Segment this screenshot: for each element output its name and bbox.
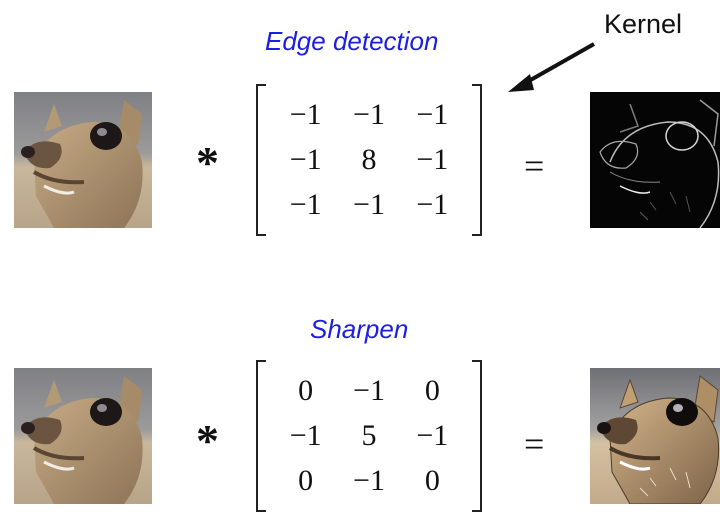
kernel-cell: 0 — [298, 373, 314, 407]
equals-sign: = — [524, 424, 545, 464]
kernel-cell: −1 — [416, 418, 449, 452]
kernel-label: Kernel — [604, 9, 683, 39]
kernel-cell: 8 — [361, 142, 377, 176]
edge-detection-title: Edge detection — [265, 26, 439, 56]
input-photo — [14, 368, 152, 504]
kernel-cell: −1 — [353, 188, 385, 222]
kernel-cell: −1 — [289, 418, 322, 452]
kernel-cell: 5 — [361, 418, 377, 452]
matrix-left-bracket — [256, 84, 266, 236]
kernel-cell: −1 — [353, 97, 385, 131]
kernel-cell: −1 — [416, 142, 449, 176]
edge-output-photo — [590, 92, 720, 228]
input-photo — [14, 92, 152, 228]
kernel-cell: 0 — [424, 373, 440, 407]
sharpen-kernel-matrix: 0 −1 0 −1 5 −1 0 −1 0 — [256, 360, 482, 512]
convolution-operator: * — [196, 415, 219, 466]
sharpen-title: Sharpen — [310, 314, 409, 344]
kernel-cell: 0 — [424, 464, 440, 498]
arrow-pointer-icon — [508, 42, 595, 92]
kernel-cell: −1 — [416, 188, 449, 222]
equals-sign: = — [524, 146, 545, 186]
kernel-cell: 0 — [298, 464, 314, 498]
matrix-right-bracket — [472, 84, 482, 236]
convolution-operator: * — [196, 137, 219, 188]
matrix-left-bracket — [256, 360, 266, 512]
matrix-right-bracket — [472, 360, 482, 512]
kernel-cell: −1 — [289, 188, 322, 222]
kernel-cell: −1 — [353, 373, 385, 407]
kernel-cell: −1 — [416, 97, 449, 131]
edge-detection-kernel-matrix: −1 −1 −1 −1 8 −1 −1 −1 −1 — [256, 84, 482, 236]
kernel-cell: −1 — [289, 97, 322, 131]
kernel-cell: −1 — [353, 464, 385, 498]
kernel-cell: −1 — [289, 142, 322, 176]
sharpened-output-photo — [590, 368, 720, 504]
